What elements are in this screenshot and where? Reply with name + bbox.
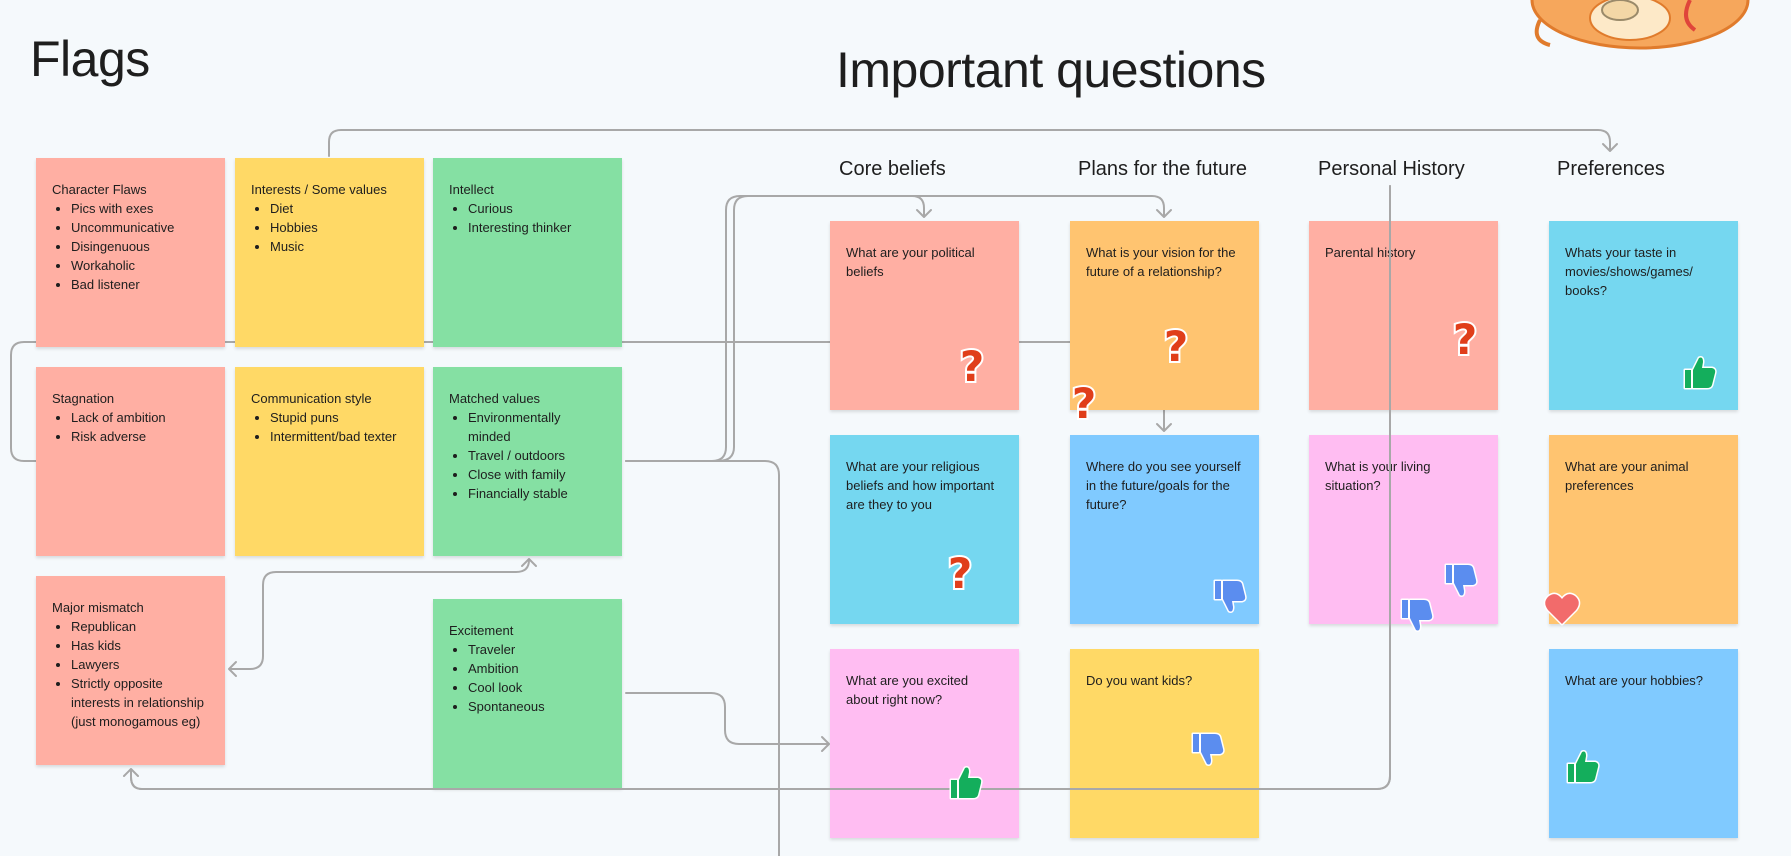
list-item: Lawyers	[71, 655, 209, 674]
list-item: Workaholic	[71, 256, 209, 275]
sticky-title: Major mismatch	[52, 600, 144, 615]
sticky-text: Parental history	[1325, 245, 1416, 260]
sticky-stagnation[interactable]: Stagnation Lack of ambition Risk adverse	[36, 367, 225, 556]
list-item: Traveler	[468, 640, 606, 659]
list-item: Hobbies	[270, 218, 408, 237]
list-item: Interesting thinker	[468, 218, 606, 237]
flags-heading: Flags	[30, 31, 150, 87]
thumbs-up-icon[interactable]	[1679, 352, 1719, 392]
list-item: Strictly opposite interests in relations…	[71, 674, 209, 731]
thumbs-down-icon[interactable]	[1187, 730, 1227, 770]
list-item: Risk adverse	[71, 427, 209, 446]
sticky-title: Stagnation	[52, 391, 115, 406]
sticky-text: Whats your taste in movies/shows/games/ …	[1565, 245, 1693, 298]
list-item: Diet	[270, 199, 408, 218]
thumbs-down-icon[interactable]	[1396, 596, 1436, 636]
sticky-major-mismatch[interactable]: Major mismatch Republican Has kids Lawye…	[36, 576, 225, 765]
question-mark-icon[interactable]	[940, 550, 980, 596]
question-mark-icon[interactable]	[1064, 380, 1104, 426]
sticky-media-taste[interactable]: Whats your taste in movies/shows/games/ …	[1549, 221, 1738, 410]
sticky-excitement[interactable]: Excitement Traveler Ambition Cool look S…	[433, 599, 622, 788]
sticky-text: Do you want kids?	[1086, 673, 1193, 688]
sticky-text: What are you excited about right now?	[846, 673, 969, 707]
list-item: Music	[270, 237, 408, 256]
sticky-hobbies[interactable]: What are your hobbies?	[1549, 649, 1738, 838]
list-item: Uncommunicative	[71, 218, 209, 237]
sticky-intellect[interactable]: Intellect Curious Interesting thinker	[433, 158, 622, 347]
column-personal-history: Personal History	[1318, 158, 1465, 180]
column-preferences: Preferences	[1557, 158, 1665, 180]
sticky-title: Communication style	[251, 391, 372, 406]
thumbs-down-icon[interactable]	[1440, 561, 1480, 601]
sticky-title: Intellect	[449, 182, 494, 197]
sticky-list: Republican Has kids Lawyers Strictly opp…	[52, 617, 209, 731]
list-item: Financially stable	[468, 484, 606, 503]
list-item: Curious	[468, 199, 606, 218]
sticky-religious-beliefs[interactable]: What are your religious beliefs and how …	[830, 435, 1019, 624]
list-item: Environmentally minded	[468, 408, 606, 446]
sticky-list: Curious Interesting thinker	[449, 199, 606, 237]
thumbs-up-icon[interactable]	[1562, 746, 1602, 786]
sticky-title: Character Flaws	[52, 182, 147, 197]
sticky-excited-about[interactable]: What are you excited about right now?	[830, 649, 1019, 838]
sticky-interests[interactable]: Interests / Some values Diet Hobbies Mus…	[235, 158, 424, 347]
sticky-character-flaws[interactable]: Character Flaws Pics with exes Uncommuni…	[36, 158, 225, 347]
sticky-want-kids[interactable]: Do you want kids?	[1070, 649, 1259, 838]
sticky-list: Pics with exes Uncommunicative Disingenu…	[52, 199, 209, 294]
sticky-title: Matched values	[449, 391, 541, 406]
sticky-animal-preferences[interactable]: What are your animal preferences	[1549, 435, 1738, 624]
sticky-title: Interests / Some values	[251, 182, 387, 197]
question-mark-icon[interactable]	[1156, 323, 1196, 369]
list-item: Has kids	[71, 636, 209, 655]
question-mark-icon[interactable]	[952, 343, 992, 389]
sticky-text: What are your animal preferences	[1565, 459, 1689, 493]
sticky-text: What are your religious beliefs and how …	[846, 459, 995, 512]
list-item: Disingenuous	[71, 237, 209, 256]
sticky-text: Where do you see yourself in the future/…	[1086, 459, 1241, 512]
heart-icon[interactable]	[1542, 590, 1582, 630]
sticky-list: Traveler Ambition Cool look Spontaneous	[449, 640, 606, 716]
list-item: Travel / outdoors	[468, 446, 606, 465]
list-item: Republican	[71, 617, 209, 636]
thumbs-down-icon[interactable]	[1209, 577, 1249, 617]
list-item: Stupid puns	[270, 408, 408, 427]
sticky-text: What are your hobbies?	[1565, 673, 1704, 688]
list-item: Spontaneous	[468, 697, 606, 716]
sticky-text: What are your political beliefs	[846, 245, 975, 279]
sticky-communication-style[interactable]: Communication style Stupid puns Intermit…	[235, 367, 424, 556]
list-item: Intermittent/bad texter	[270, 427, 408, 446]
question-mark-icon[interactable]	[1445, 316, 1485, 362]
thumbs-up-icon[interactable]	[945, 762, 985, 802]
list-item: Close with family	[468, 465, 606, 484]
list-item: Pics with exes	[71, 199, 209, 218]
sticky-list: Lack of ambition Risk adverse	[52, 408, 209, 446]
decorative-illustration	[1530, 0, 1750, 50]
sticky-title: Excitement	[449, 623, 514, 638]
sticky-list: Stupid puns Intermittent/bad texter	[251, 408, 408, 446]
list-item: Cool look	[468, 678, 606, 697]
sticky-list: Environmentally minded Travel / outdoors…	[449, 408, 606, 503]
sticky-text: What is your vision for the future of a …	[1086, 245, 1236, 279]
list-item: Bad listener	[71, 275, 209, 294]
sticky-matched-values[interactable]: Matched values Environmentally minded Tr…	[433, 367, 622, 556]
sticky-text: What is your living situation?	[1325, 459, 1431, 493]
sticky-list: Diet Hobbies Music	[251, 199, 408, 256]
list-item: Ambition	[468, 659, 606, 678]
list-item: Lack of ambition	[71, 408, 209, 427]
column-core-beliefs: Core beliefs	[839, 158, 946, 180]
important-questions-heading: Important questions	[836, 42, 1266, 98]
column-plans-future: Plans for the future	[1078, 158, 1247, 180]
